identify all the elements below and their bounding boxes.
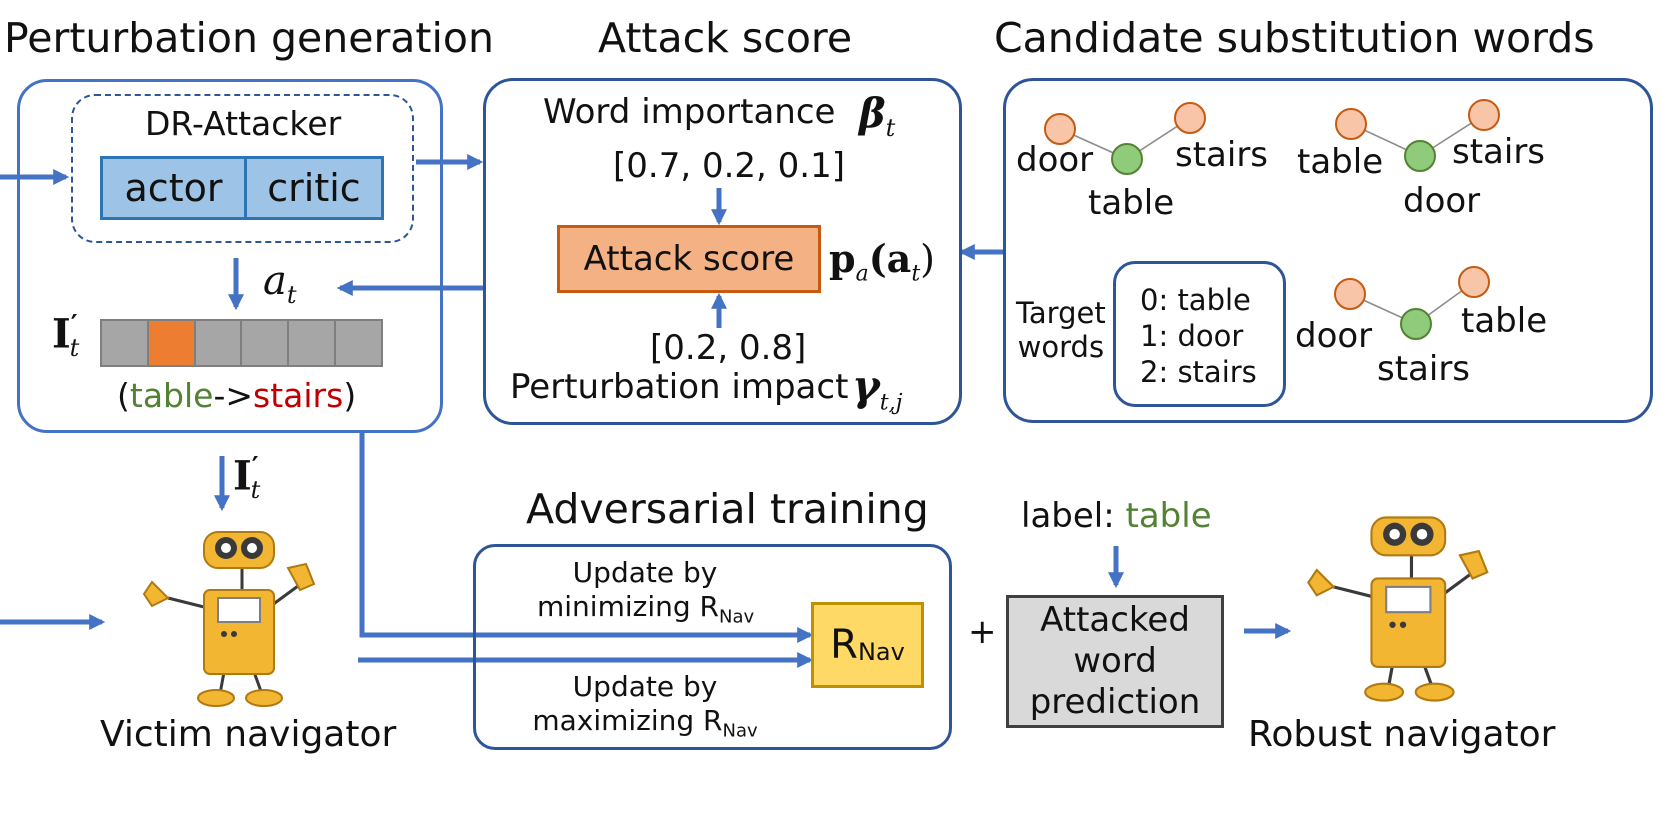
candidates-title: Candidate substitution words xyxy=(994,14,1595,62)
perturbed-token-cell xyxy=(148,321,196,365)
graph3-center-node xyxy=(1400,308,1432,340)
attacked-word-prediction-box: Attacked word prediction xyxy=(1006,595,1224,728)
perturbed-instruction-symbol: I′t xyxy=(52,310,80,363)
minimize-path-arrow xyxy=(359,433,814,644)
graph1-right-word: stairs xyxy=(1175,135,1269,175)
token-cell xyxy=(102,321,149,365)
graph2-center-node xyxy=(1404,140,1436,172)
graph3-left-node xyxy=(1334,278,1366,310)
graph1-center-node xyxy=(1111,143,1143,175)
word-importance-label: Word importance xyxy=(543,92,836,132)
dr-attacker-box xyxy=(71,94,414,243)
target-word-item: 2: stairs xyxy=(1140,355,1257,389)
plus-sign: + xyxy=(968,612,997,652)
token-cell xyxy=(289,321,337,365)
graph2-left-node xyxy=(1335,108,1367,140)
substitution-caption: (table->stairs) xyxy=(117,376,357,415)
critic-label: critic xyxy=(267,166,361,210)
actor-critic-box: actor critic xyxy=(100,156,384,220)
victim-navigator-label: Victim navigator xyxy=(100,714,397,755)
graph1-left-node xyxy=(1044,113,1076,145)
graph1-center-word: table xyxy=(1088,183,1175,223)
victim-input-symbol: I′t xyxy=(233,452,261,505)
adversarial-panel xyxy=(473,544,952,750)
graph2-left-word: table xyxy=(1297,142,1384,182)
perturbation-title: Perturbation generation xyxy=(4,14,494,62)
word-importance-values: [0.7, 0.2, 0.1] xyxy=(613,146,845,186)
action-symbol: at xyxy=(263,258,297,309)
robust-robot-icon xyxy=(1307,516,1489,702)
attack-score-title: Attack score xyxy=(598,14,853,62)
impact-values: [0.2, 0.8] xyxy=(650,328,807,368)
token-cell xyxy=(336,321,381,365)
graph2-right-word: stairs xyxy=(1452,132,1546,172)
graph1-left-word: door xyxy=(1016,140,1094,180)
graph2-right-node xyxy=(1468,99,1500,131)
attack-score-panel xyxy=(483,78,962,425)
gamma-symbol: γt,j xyxy=(852,361,903,416)
graph3-right-word: table xyxy=(1461,301,1548,341)
target-word-item: 0: table xyxy=(1140,283,1251,317)
ground-truth-label: label: table xyxy=(1021,496,1212,536)
token-cell xyxy=(195,321,243,365)
robust-navigator-label: Robust navigator xyxy=(1248,714,1556,755)
attack-probability-symbol: pa(at) xyxy=(829,236,935,287)
graph3-center-word: stairs xyxy=(1377,349,1471,389)
dr-attacker-label: DR-Attacker xyxy=(145,104,342,143)
graph1-right-node xyxy=(1174,102,1206,134)
actor-label: actor xyxy=(103,159,247,217)
candidates-panel xyxy=(1003,78,1653,423)
beta-symbol: βt xyxy=(859,90,896,142)
impact-label: Perturbation impact xyxy=(510,367,849,407)
instruction-token-row xyxy=(100,319,383,367)
perturbation-panel xyxy=(17,79,443,433)
target-word-item: 1: door xyxy=(1140,319,1244,353)
adversarial-title: Adversarial training xyxy=(526,485,929,533)
attack-score-box: Attack score xyxy=(557,225,821,293)
token-cell xyxy=(242,321,290,365)
graph2-center-word: door xyxy=(1403,181,1481,221)
graph3-right-node xyxy=(1458,266,1490,298)
victim-robot-icon xyxy=(142,531,316,707)
target-words-list: 0: table 1: door 2: stairs xyxy=(1113,261,1286,407)
graph3-left-word: door xyxy=(1295,316,1373,356)
